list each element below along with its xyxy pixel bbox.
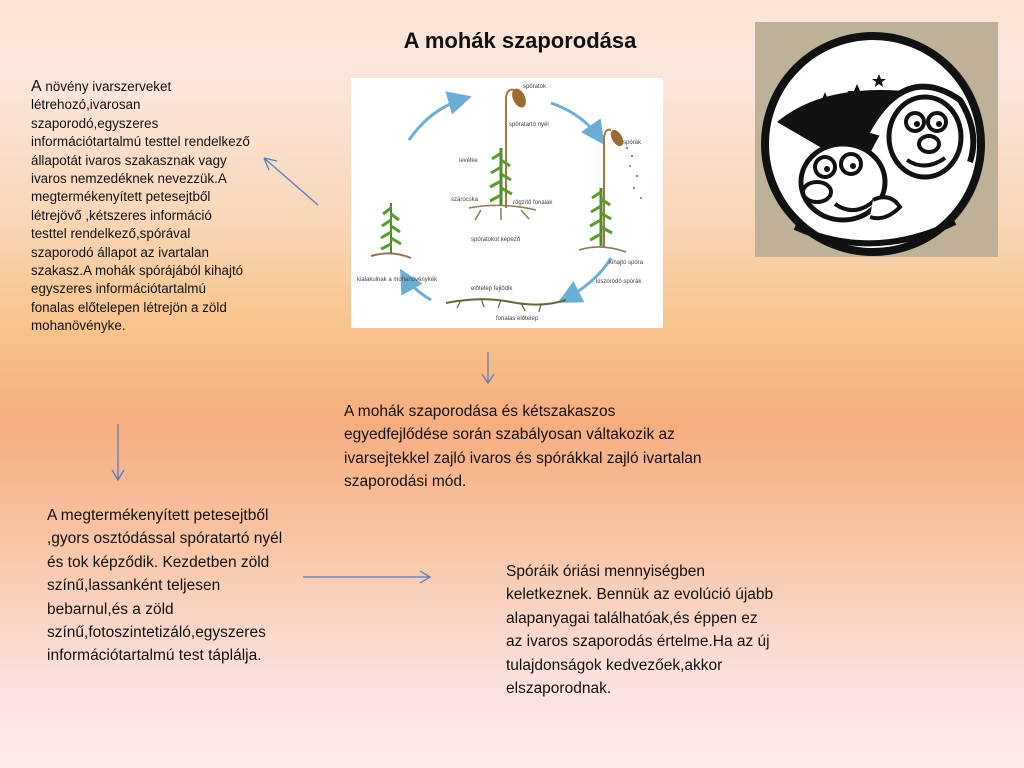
young-moss-plant (370, 203, 412, 259)
gnome-illustration (761, 32, 985, 256)
label-szarocska: szárocska (451, 197, 479, 203)
protonema (445, 297, 567, 313)
left-text-initial: A (31, 78, 42, 95)
bottom-left-text-block: A megtermékenyített petesejtből ,gyors o… (47, 507, 283, 665)
label-elotelep: előtelep fejlődik (471, 286, 513, 292)
center-text-block: A mohák szaporodása és kétszakaszos egye… (344, 403, 702, 491)
star-icon (872, 74, 886, 87)
cycle-arrow-2 (550, 101, 605, 145)
cycle-arrow-4 (400, 268, 432, 302)
cycle-arrow-3 (557, 257, 613, 303)
moss-life-cycle-diagram: spóratok spóratartó nyél levélke szárocs… (351, 78, 663, 328)
label-kiszorodo: kiszóródó spórák (596, 279, 642, 285)
moss-releasing-spores (578, 128, 642, 253)
arrow-right-bottom (303, 570, 432, 584)
cycle-arrow-1 (407, 91, 472, 141)
slide-title: A mohák szaporodása (403, 28, 637, 53)
label-sporatarto-nyel: spóratartó nyél (509, 122, 549, 128)
moss-with-capsule (468, 88, 537, 221)
left-text-body: növény ivarszerveket létrehozó,ivarosan … (31, 79, 250, 334)
life-cycle-illustration: spóratok spóratartó nyél levélke szárocs… (357, 84, 644, 322)
arrow-to-left-text (263, 157, 319, 206)
bottom-right-text-block: Spóráik óriási mennyiségben keletkeznek.… (506, 563, 774, 698)
label-sporatok: spóratok (523, 84, 547, 90)
label-sporak: spórák (623, 140, 642, 146)
gnome-cartoon-image (755, 22, 998, 257)
label-fonal: fonalas előtelep (496, 316, 539, 322)
label-sporatokot-kepzo: spóratokot képező (471, 237, 521, 243)
label-rogzito-fonalak: rögzítő fonalak (513, 200, 553, 206)
label-levelke: levélke (459, 158, 478, 164)
left-text-block: A növény ivarszerveket létrehozó,ivarosa… (31, 78, 251, 336)
label-kihajto: kihajtó spóra (609, 260, 644, 266)
arrow-down-left (111, 424, 125, 482)
star-icon (847, 84, 867, 102)
label-kialakulo: kialakulnak a mohanövénykék (357, 277, 438, 283)
arrow-down-center (481, 352, 495, 385)
star-icon (811, 92, 839, 118)
